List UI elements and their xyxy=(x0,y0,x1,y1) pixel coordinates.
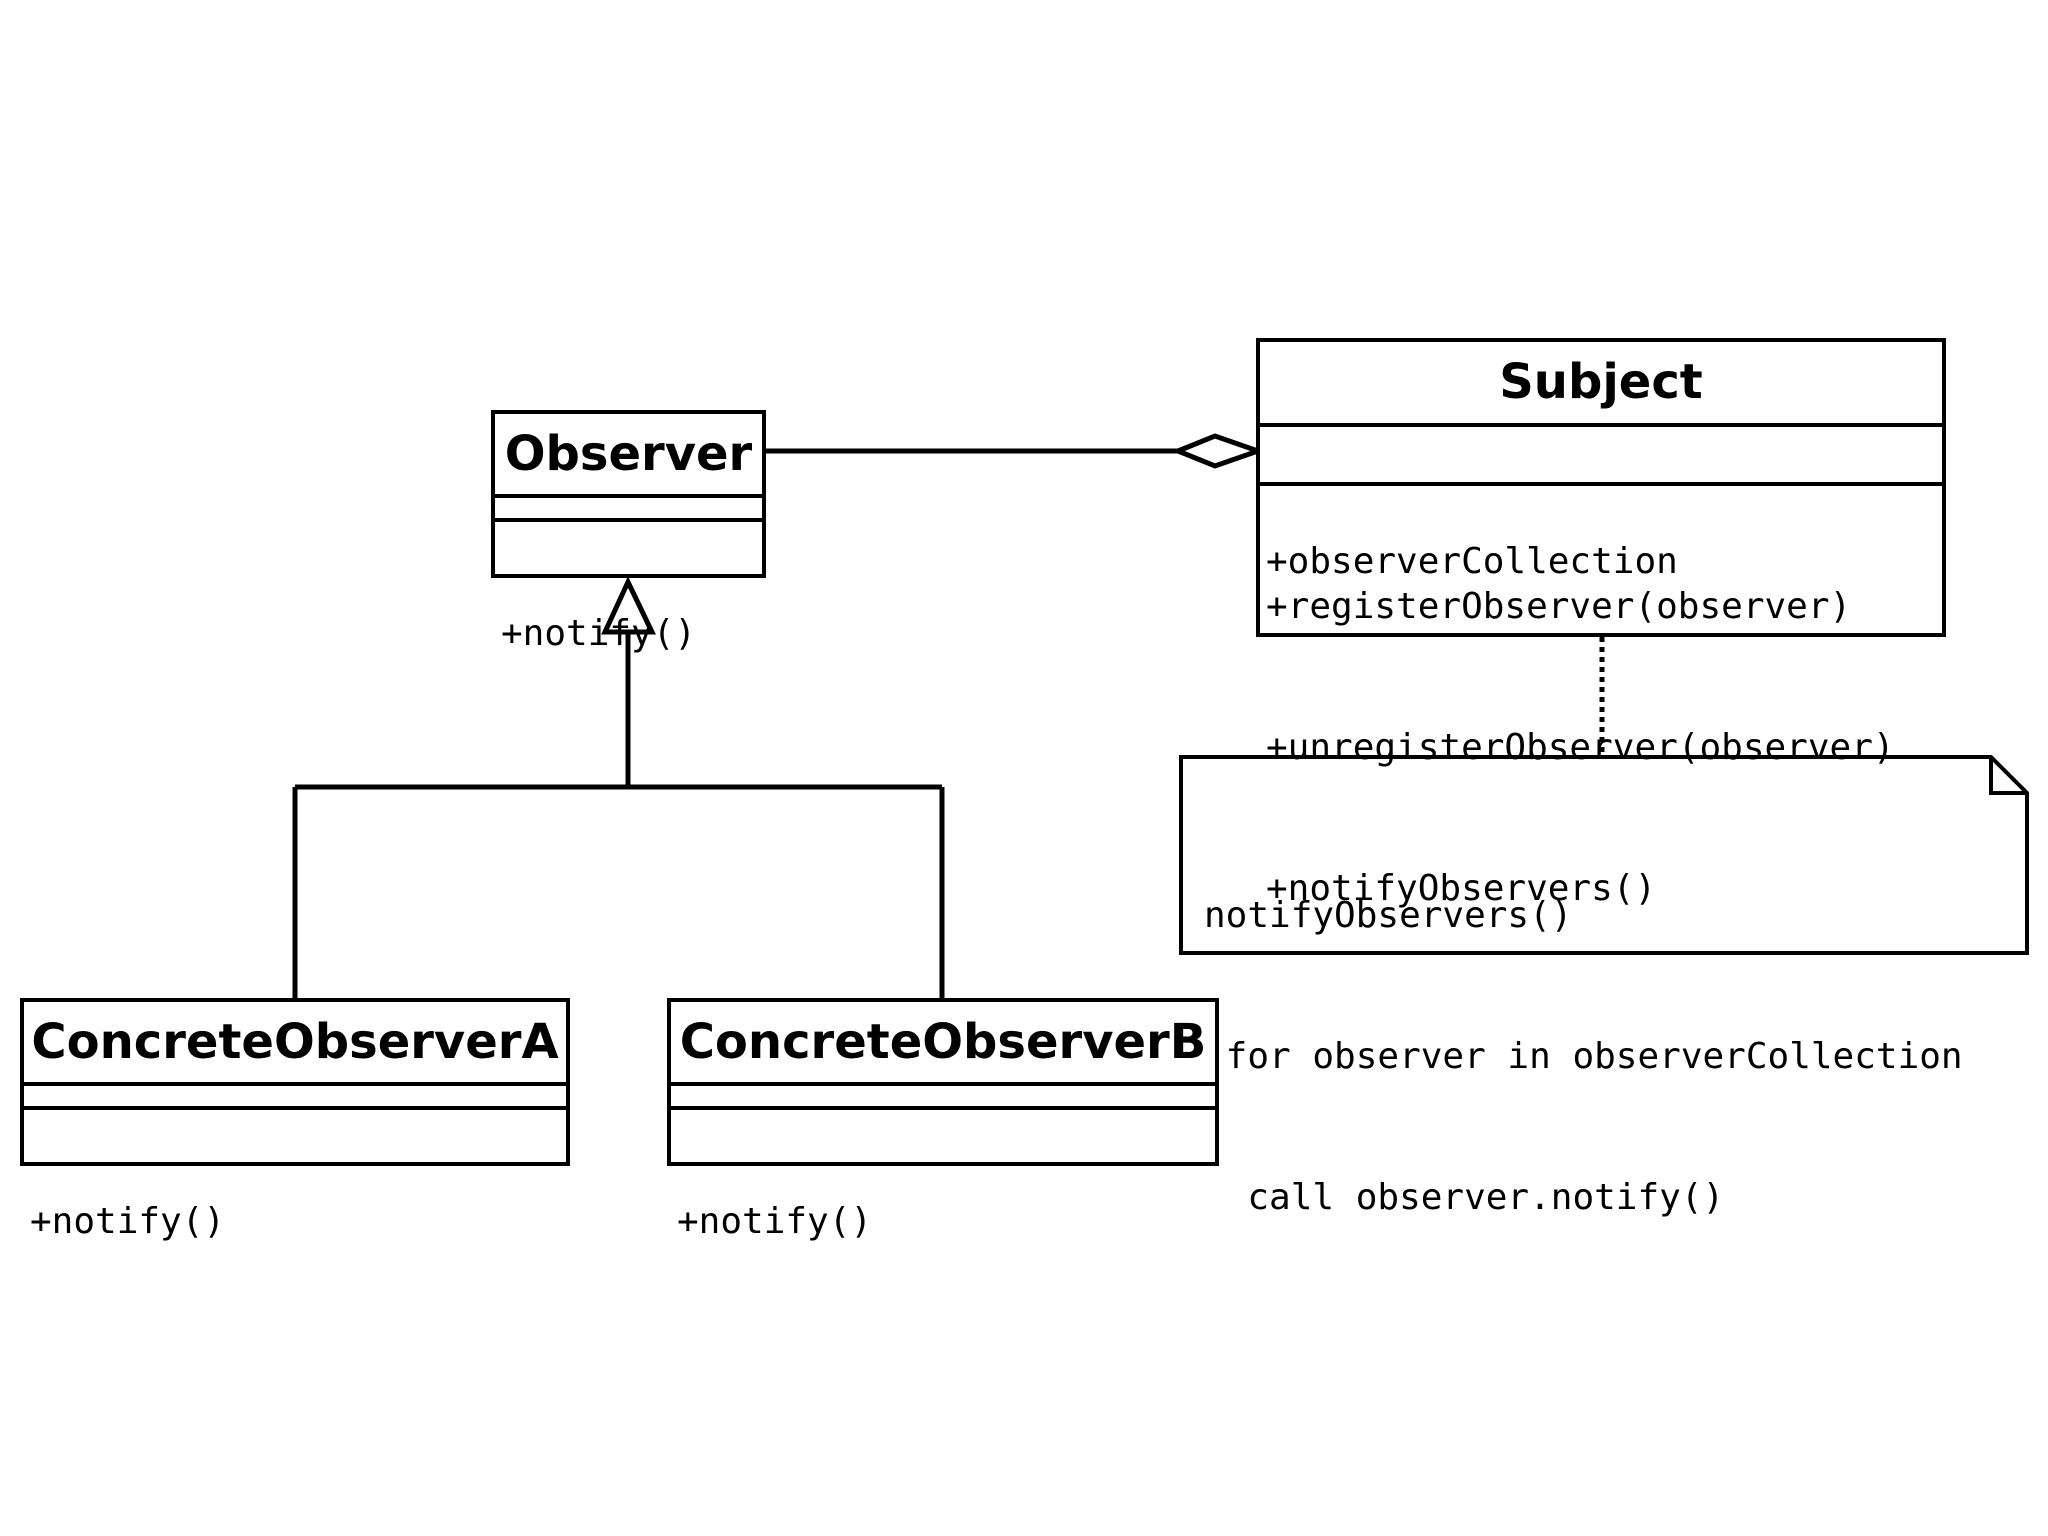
class-name: Subject xyxy=(1260,342,1942,427)
note-line: call observer.notify() xyxy=(1204,1177,1725,1218)
observer-class: Observer +notify() xyxy=(491,410,766,654)
note-line: for observer in observerCollection xyxy=(1204,1036,1963,1077)
note-text: notifyObservers() for observer in observ… xyxy=(1204,798,1963,1268)
method-notify-observers: +notifyObservers() xyxy=(1266,868,1657,909)
method-register-observer: +registerObserver(observer) xyxy=(1266,586,1852,627)
method-notify: +notify() xyxy=(30,1201,226,1242)
attributes-compartment xyxy=(671,1086,1215,1110)
methods-compartment: +notify() xyxy=(495,522,762,744)
note-shape xyxy=(1179,755,2029,955)
subject-class: Subject +observerCollection +registerObs… xyxy=(1256,338,1946,909)
concrete-observer-a-class: ConcreteObserverA +notify() xyxy=(20,998,570,1242)
method-notify: +notify() xyxy=(677,1201,873,1242)
methods-compartment: +notify() xyxy=(24,1110,566,1332)
method-unregister-observer: +unregisterObserver(observer) xyxy=(1266,727,1895,768)
methods-compartment: +registerObserver(observer) +unregisterO… xyxy=(1260,486,1942,1006)
attribute-observer-collection: +observerCollection xyxy=(1266,541,1678,582)
attributes-compartment: +observerCollection xyxy=(1260,427,1942,582)
concrete-observer-b-class: ConcreteObserverB +notify() xyxy=(667,998,1219,1242)
attributes-compartment xyxy=(24,1086,566,1110)
aggregation-diamond xyxy=(1171,433,1266,469)
class-name: Observer xyxy=(495,414,762,498)
note-fold xyxy=(1989,757,2027,795)
methods-compartment: +notify() xyxy=(671,1110,1215,1332)
attributes-compartment xyxy=(495,498,762,522)
class-name: ConcreteObserverB xyxy=(671,1002,1215,1086)
note-line: notifyObservers() xyxy=(1204,895,1573,936)
method-notify: +notify() xyxy=(501,613,697,654)
class-name: ConcreteObserverA xyxy=(24,1002,566,1086)
